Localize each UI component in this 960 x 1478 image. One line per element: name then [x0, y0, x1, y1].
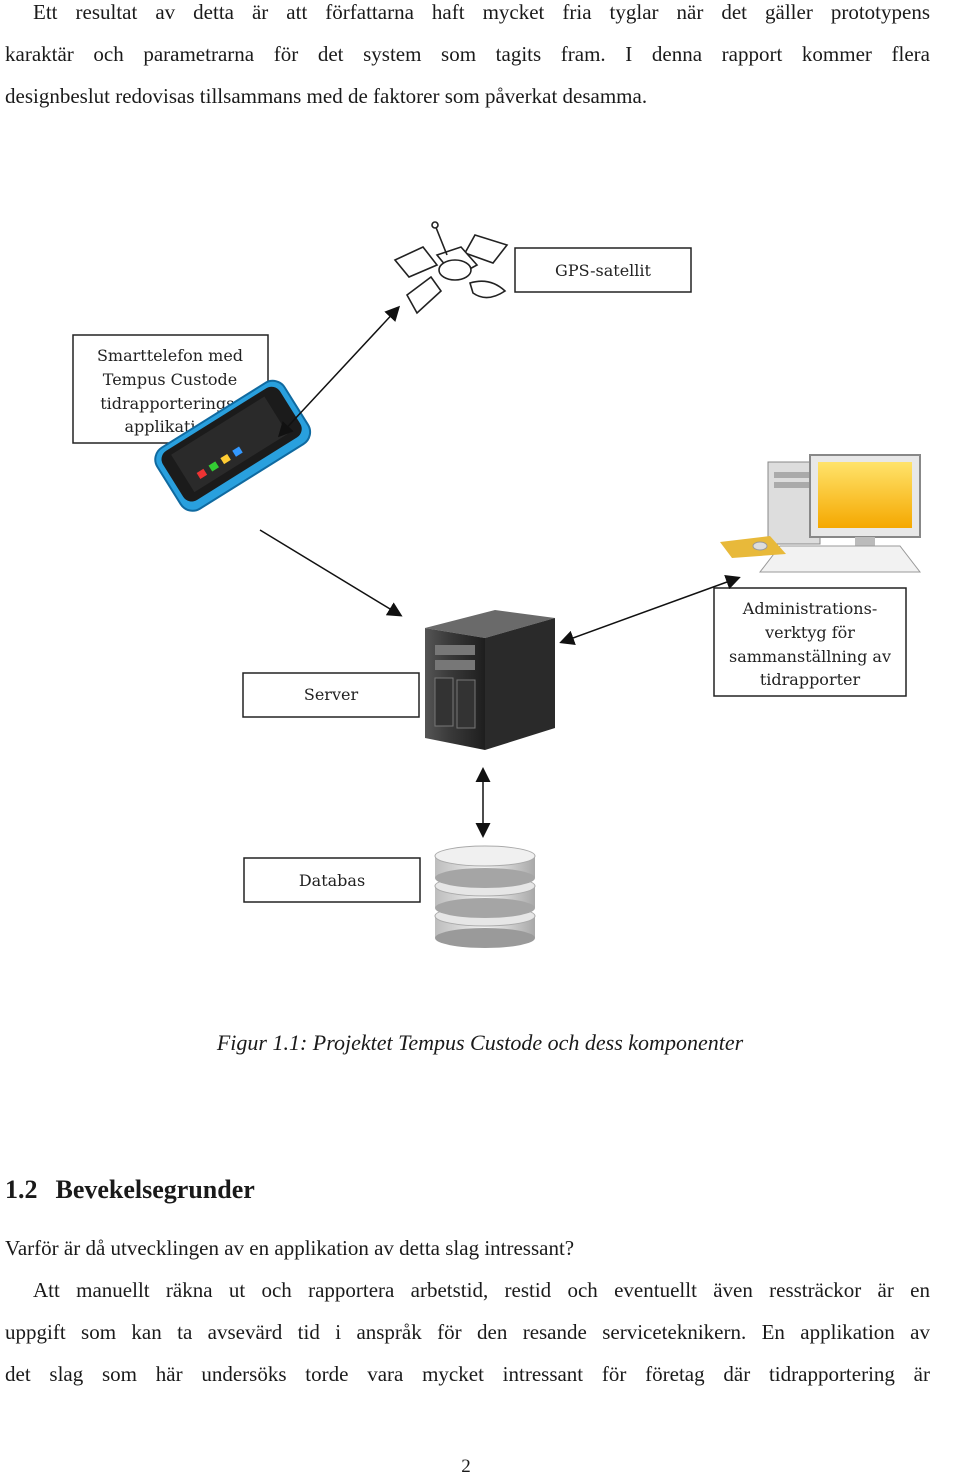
svg-text:sammanställning av: sammanställning av [729, 647, 891, 666]
intro-line: karaktär och parametrarna för det system… [5, 42, 930, 66]
arrow-admin-server [559, 575, 741, 645]
desktop-computer-icon [720, 454, 922, 573]
figure-caption: Figur 1.1: Projektet Tempus Custode och … [216, 1030, 744, 1055]
smartphone-icon [154, 379, 312, 512]
section-number: 1.2 [5, 1175, 38, 1204]
page-number: 2 [461, 1456, 471, 1477]
svg-text:verktyg för: verktyg för [764, 623, 855, 642]
section-body: Att manuellt räkna ut och rapportera arb… [5, 1269, 930, 1395]
svg-text:Server: Server [304, 685, 359, 704]
svg-text:Tempus Custode: Tempus Custode [103, 370, 237, 389]
server-icon [425, 610, 555, 750]
body-line: det slag som här undersöks torde vara my… [5, 1362, 930, 1386]
svg-text:Administrations-: Administrations- [742, 599, 877, 618]
section-heading: 1.2 Bevekelsegrunder [5, 1175, 255, 1205]
admin-tool-label-box: Administrations- verktyg för sammanställ… [713, 587, 907, 697]
gps-label: GPS-satellit [555, 261, 652, 280]
arrow-phone-satellite [277, 305, 401, 438]
server-label-box: Server [242, 672, 420, 718]
svg-text:tidrapporter: tidrapporter [760, 670, 861, 689]
section-title: Bevekelsegrunder [55, 1175, 255, 1204]
satellite-icon [393, 221, 509, 315]
intro-paragraph: Ett resultat av detta är att författarna… [5, 0, 930, 117]
database-label-box: Databas [243, 857, 421, 903]
gps-satellite-label-box: GPS-satellit [514, 247, 692, 293]
svg-text:Databas: Databas [299, 871, 365, 890]
body-line: Att manuellt räkna ut och rapportera arb… [33, 1278, 930, 1302]
svg-text:Smarttelefon med: Smarttelefon med [97, 346, 243, 365]
intro-line: Ett resultat av detta är att författarna… [33, 0, 930, 24]
database-icon [434, 845, 536, 948]
intro-line: designbeslut redovisas tillsammans med d… [5, 84, 648, 108]
body-line: uppgift som kan ta avsevärd tid i ansprå… [5, 1320, 930, 1344]
arrow-phone-server [259, 529, 403, 617]
svg-text:tidrapporterings-: tidrapporterings- [100, 394, 240, 413]
section-question: Varför är då utvecklingen av en applikat… [5, 1236, 575, 1260]
system-diagram: GPS-satellit Smarttelefon med Tempus Cus… [72, 221, 922, 948]
